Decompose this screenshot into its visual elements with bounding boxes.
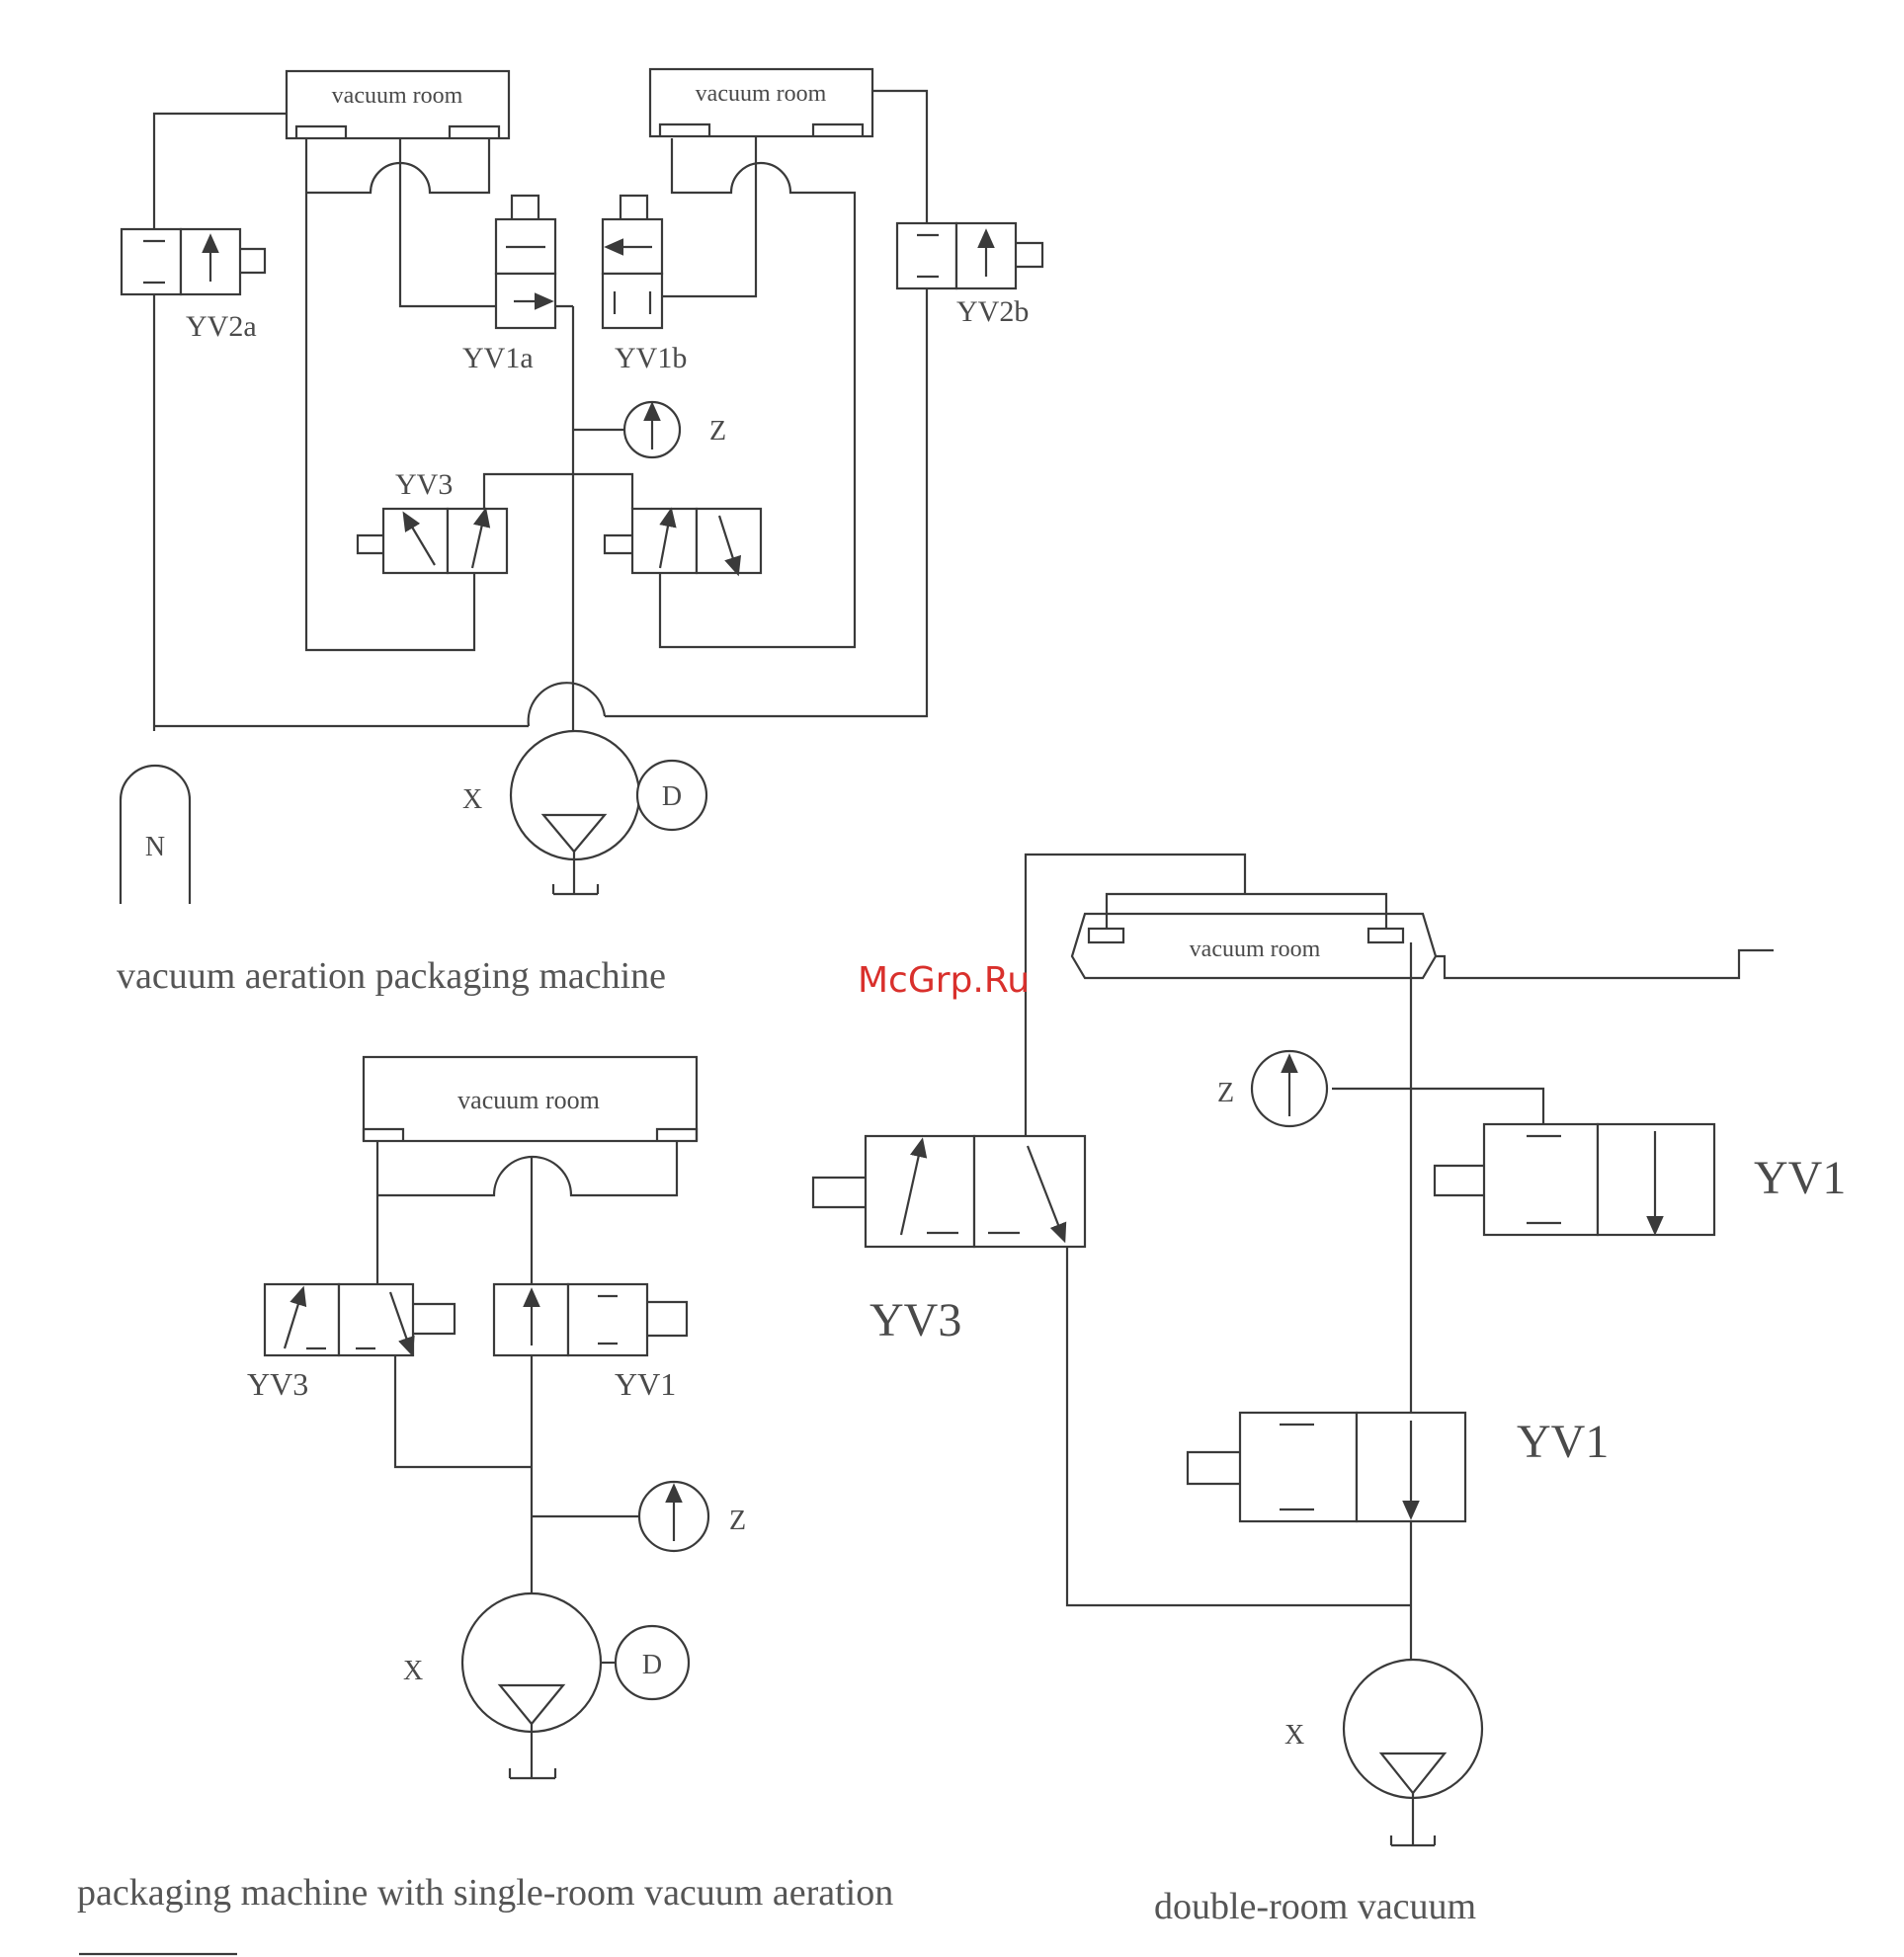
valve-yv1a: YV1a	[462, 196, 555, 374]
valve-label: YV2b	[956, 295, 1029, 328]
room-label: vacuum room	[696, 81, 827, 107]
pipe	[377, 1141, 677, 1195]
valve-label: YV1	[615, 1366, 676, 1402]
gauge-z: Z	[624, 402, 726, 457]
tank-label: N	[145, 832, 165, 862]
pipe	[484, 474, 573, 509]
diagram-aeration-machine: vacuum room vacuum room Y	[117, 69, 1042, 997]
diagram-single-room: vacuum room YV3 YV1 Z	[77, 1057, 893, 1914]
pump-label: X	[1284, 1720, 1304, 1751]
gauge-label: Z	[1217, 1078, 1234, 1108]
gauge-z: Z	[639, 1482, 746, 1551]
pipe	[872, 91, 927, 223]
pipe	[154, 114, 287, 229]
gauge-label: Z	[729, 1506, 746, 1536]
valve-yv1: YV1	[494, 1284, 687, 1402]
diagram-double-room: vacuum room YV3 YV1 Z	[813, 855, 1846, 1927]
room-label: vacuum room	[1190, 937, 1321, 962]
motor-d: D	[601, 1626, 689, 1699]
gauge-z: Z	[1217, 1051, 1327, 1126]
pipe	[395, 1353, 532, 1467]
valve-label: YV1	[1517, 1416, 1609, 1468]
motor-d: D	[637, 761, 706, 830]
vacuum-room-right: vacuum room	[650, 69, 872, 136]
valve-label: YV3	[869, 1294, 961, 1346]
vacuum-room-left: vacuum room	[287, 71, 509, 138]
valve-yv1-lower: YV1	[1188, 1413, 1609, 1521]
valve-yv1-upper: YV1	[1435, 1124, 1846, 1235]
valve-label: YV1a	[462, 342, 534, 374]
caption: double-room vacuum	[1154, 1886, 1476, 1927]
pump-x: X	[403, 1593, 601, 1778]
valve-yv2b: YV2b	[897, 223, 1042, 328]
pipe	[529, 683, 605, 726]
watermark-text: McGrp.Ru	[858, 960, 1030, 1001]
pipe	[573, 474, 632, 509]
pump-x: X	[462, 731, 639, 894]
pump-label: X	[403, 1656, 423, 1686]
room-label: vacuum room	[332, 83, 463, 109]
pipe	[652, 136, 756, 296]
caption: vacuum aeration packaging machine	[117, 955, 666, 997]
vacuum-room: vacuum room	[1072, 914, 1436, 978]
gauge-label: Z	[709, 416, 726, 447]
valve-label: YV3	[395, 468, 453, 501]
valve-yv3-right	[605, 509, 761, 573]
vacuum-room: vacuum room	[364, 1057, 697, 1141]
pipe	[306, 138, 489, 193]
tank-n: N	[121, 766, 190, 904]
pump-label: X	[462, 784, 482, 815]
motor-label: D	[662, 781, 682, 812]
pipe	[1436, 950, 1774, 978]
pump-x: X	[1284, 1660, 1482, 1845]
caption: packaging machine with single-room vacuu…	[77, 1872, 893, 1914]
valve-label: YV3	[247, 1366, 308, 1402]
valve-yv3: YV3	[247, 1284, 455, 1402]
valve-label: YV1b	[615, 342, 687, 374]
valve-yv2a: YV2a	[122, 229, 265, 343]
pipe	[1332, 1089, 1543, 1124]
valve-label: YV1	[1754, 1152, 1846, 1204]
valve-yv1b: YV1b	[603, 196, 687, 374]
valve-label: YV2a	[186, 310, 257, 343]
valve-yv3: YV3	[813, 1136, 1085, 1346]
motor-label: D	[642, 1650, 662, 1680]
pipe	[1026, 855, 1245, 1136]
room-label: vacuum room	[457, 1086, 600, 1114]
